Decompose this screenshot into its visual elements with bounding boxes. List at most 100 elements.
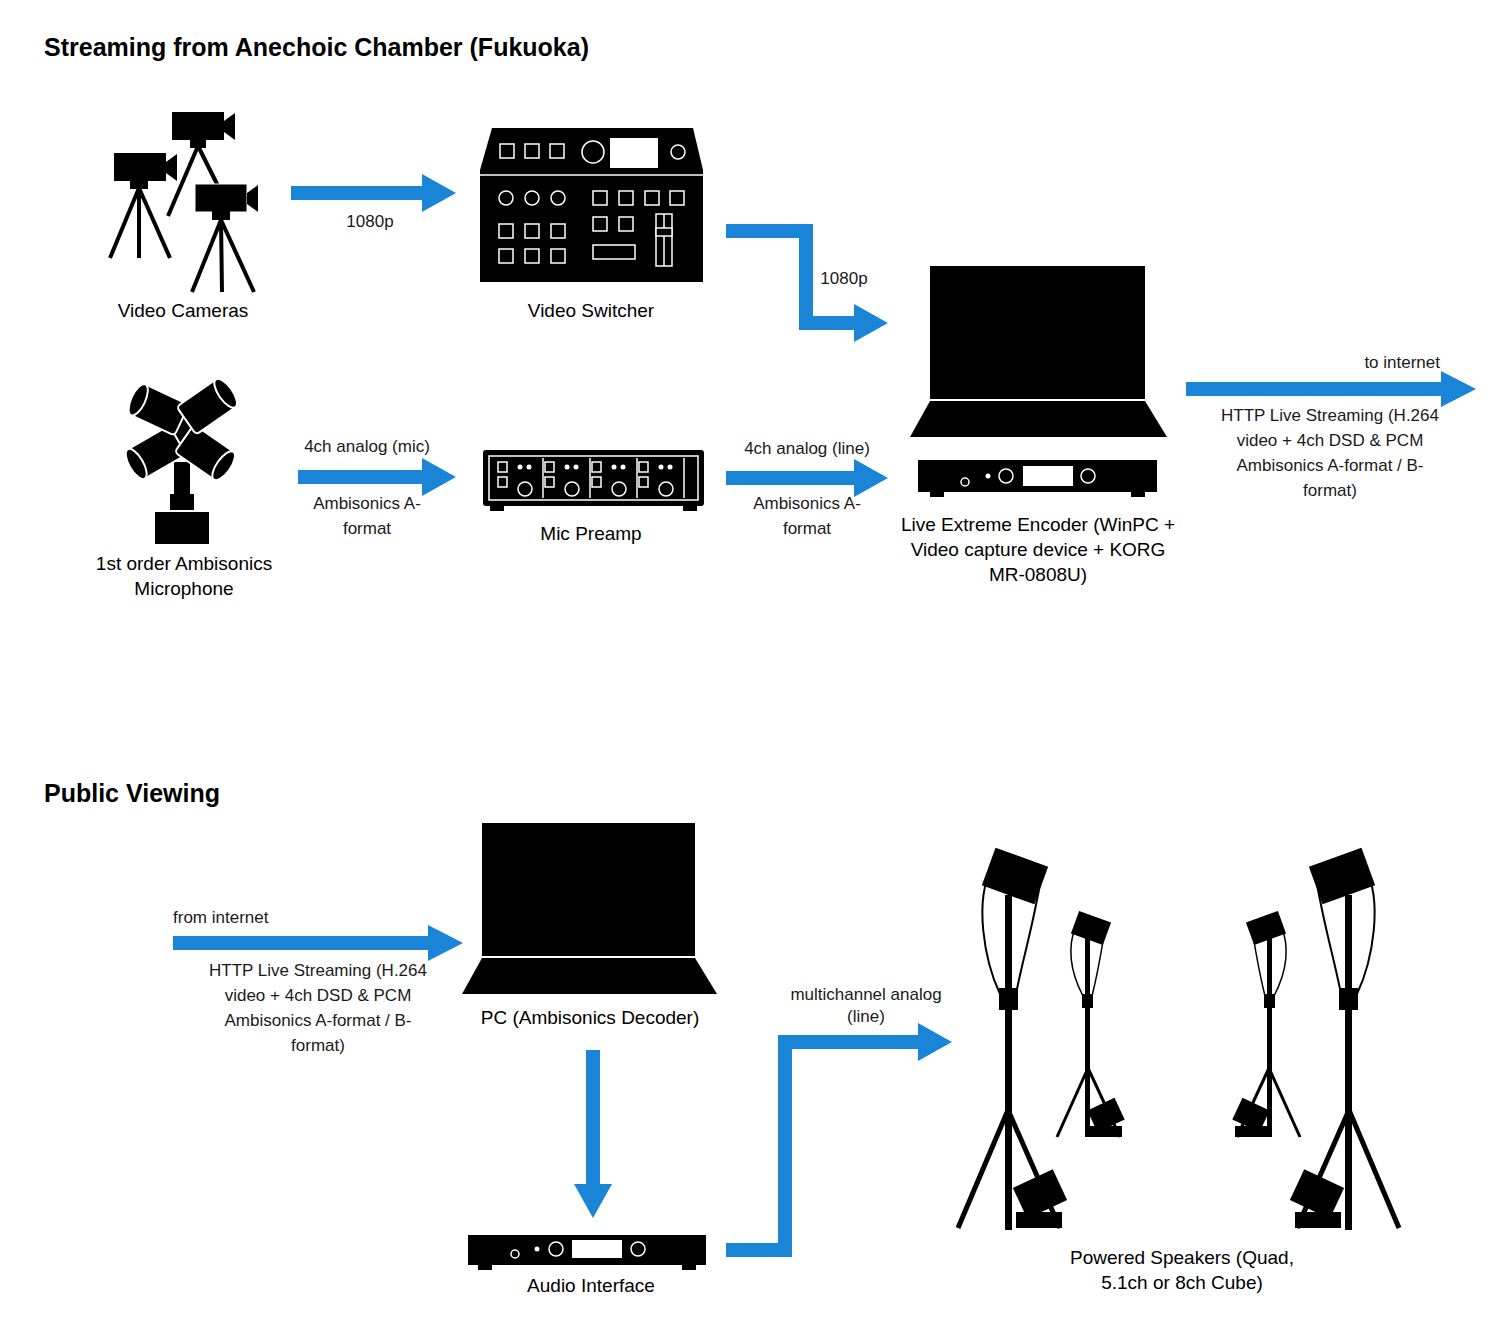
device-caption: 1st order Ambisonics Microphone: [70, 551, 298, 601]
switcher-button: [551, 249, 565, 263]
switcher-button: [551, 224, 565, 238]
switcher-button: [550, 144, 564, 158]
arrow-head: [428, 925, 463, 961]
tripod-leg: [221, 220, 254, 292]
interface-body: [918, 460, 1157, 492]
camera-lens: [166, 154, 177, 181]
interface-foot: [682, 1265, 696, 1270]
stream-direction: from internet: [173, 905, 373, 930]
caption-block: Mic Preamp: [461, 521, 721, 546]
capsule-face: [210, 375, 241, 411]
device-caption: PC (Ambisonics Decoder): [452, 1005, 728, 1030]
switcher-fader: [656, 214, 672, 266]
switcher-knob: [551, 191, 565, 205]
device-node: Mic Preamp: [456, 440, 726, 550]
switcher-button: [593, 245, 635, 259]
edge-label: 4ch analog (line): [727, 438, 887, 460]
signal-arrow: [291, 186, 422, 200]
interface-jack: [511, 1250, 519, 1258]
microphone-stem: [174, 462, 190, 496]
microphone-mount: [170, 494, 194, 510]
edge-label: 1080p: [804, 268, 884, 290]
switcher-button: [645, 191, 659, 205]
device-node: 1st order Ambisonics Microphone: [70, 378, 298, 618]
interface-led: [986, 474, 991, 479]
caption-block: Audio Interface: [461, 1273, 721, 1298]
laptop-screen: [930, 266, 1145, 399]
edge-label: 1080p: [310, 211, 430, 233]
preamp-icon: [483, 450, 704, 511]
device-node: PC (Ambisonics Decoder): [452, 815, 728, 1050]
switcher-body: [480, 128, 703, 282]
laptop-icon: [462, 823, 717, 994]
interface-foot: [930, 492, 944, 497]
switcher-button: [670, 191, 684, 205]
interface-knob: [549, 1242, 563, 1256]
device-node: Video Switcher: [456, 120, 726, 327]
switcher-knob: [671, 145, 685, 159]
laptop-screen: [482, 823, 695, 956]
switcher-button: [499, 249, 513, 263]
tripod-leg: [110, 188, 139, 258]
device-node: Audio Interface: [456, 1218, 726, 1303]
caption-block: Video Cameras: [75, 298, 291, 323]
preamp-channel: [498, 458, 543, 498]
speaker-icon: [958, 848, 1125, 1230]
tripod-leg: [139, 188, 170, 258]
switcher-button: [593, 217, 607, 231]
section-heading: Public Viewing: [44, 776, 544, 810]
interface-icon: [918, 460, 1157, 497]
preamp-channel: [592, 458, 637, 498]
stream-arrow: [173, 925, 463, 961]
signal-arrow: [298, 470, 422, 484]
laptop-base: [462, 958, 717, 994]
arrow-shaft: [1186, 382, 1442, 396]
switcher-button: [499, 224, 513, 238]
device-node: Powered Speakers (Quad, 5.1ch or 8ch Cub…: [952, 840, 1412, 1310]
arrow-shaft: [173, 936, 429, 950]
capsule-face: [122, 446, 151, 482]
interface-foot: [478, 1265, 492, 1270]
device-caption: Powered Speakers (Quad, 5.1ch or 8ch Cub…: [1062, 1245, 1302, 1295]
tripod-leg: [137, 188, 141, 258]
preamp-channel: [639, 458, 684, 498]
camera-lens: [247, 185, 258, 212]
interface-jack: [961, 478, 969, 486]
capsule-face: [208, 448, 239, 484]
switcher-fader: [656, 228, 672, 236]
laptop-icon: [910, 266, 1167, 437]
switcher-button: [619, 191, 633, 205]
stream-arrow: [1186, 371, 1476, 407]
interface-display: [572, 1240, 622, 1258]
microphone-capsule: [177, 375, 242, 434]
interface-icon: [468, 1235, 706, 1270]
caption-block: Live Extreme Encoder (WinPC + Video capt…: [893, 512, 1183, 587]
capsule-face: [125, 381, 152, 418]
stream-format: HTTP Live Streaming (H.264 video + 4ch D…: [1215, 403, 1445, 503]
preamp-body: [483, 450, 704, 506]
signal-arrow: [726, 1042, 918, 1250]
device-node: Live Extreme Encoder (WinPC + Video capt…: [888, 255, 1188, 600]
preamp-channel: [545, 458, 590, 498]
section-heading: Streaming from Anechoic Chamber (Fukuoka…: [44, 30, 804, 64]
camera-icon: [110, 112, 258, 292]
device-caption: Audio Interface: [461, 1273, 721, 1298]
preamp-panel: [489, 456, 698, 500]
interface-led: [535, 1247, 540, 1252]
caption-block: PC (Ambisonics Decoder): [452, 1005, 728, 1030]
interface-knob: [631, 1242, 645, 1256]
tripod-leg: [198, 146, 220, 190]
switcher-knob: [499, 191, 513, 205]
switcher-button: [500, 144, 514, 158]
camera-body: [114, 153, 166, 181]
stream-direction: to internet: [1290, 350, 1440, 375]
preamp-foot: [683, 505, 697, 511]
microphone-base: [155, 512, 209, 544]
camera-mount: [212, 211, 230, 220]
device-caption: Mic Preamp: [461, 521, 721, 546]
signal-arrow: [726, 471, 854, 485]
